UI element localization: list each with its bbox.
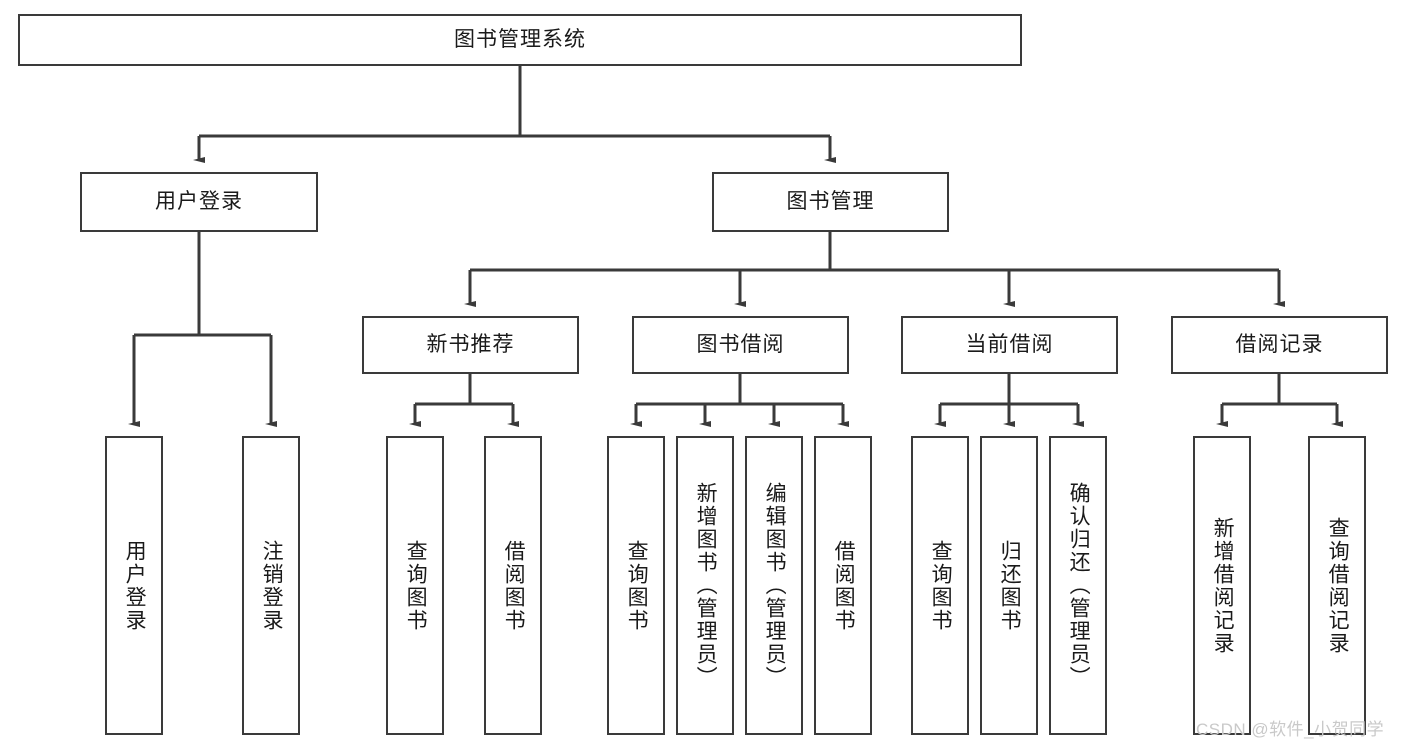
node-label: 用户登录	[123, 539, 147, 632]
leaf-borrow-record-query-record[interactable]: 查询借阅记录	[1308, 436, 1366, 735]
node-root-system[interactable]: 图书管理系统	[18, 14, 1022, 66]
node-book-borrow[interactable]: 图书借阅	[632, 316, 849, 374]
leaf-user-login-logout[interactable]: 注销登录	[242, 436, 300, 735]
leaf-user-login-login[interactable]: 用户登录	[105, 436, 163, 735]
leaf-current-borrow-return-book[interactable]: 归还图书	[980, 436, 1038, 735]
csdn-watermark: CSDN @软件_小贺同学	[1196, 720, 1385, 739]
leaf-book-borrow-edit-book-admin[interactable]: 编辑图书（管理员）	[745, 436, 803, 735]
leaf-book-borrow-borrow-book[interactable]: 借阅图书	[814, 436, 872, 735]
node-borrow-record[interactable]: 借阅记录	[1171, 316, 1388, 374]
node-label: 借阅图书	[502, 539, 526, 632]
leaf-new-book-borrow-book[interactable]: 借阅图书	[484, 436, 542, 735]
node-label: 查询图书	[404, 539, 428, 632]
node-label: 新增图书（管理员）	[694, 482, 718, 689]
leaf-new-book-query-book[interactable]: 查询图书	[386, 436, 444, 735]
node-current-borrow[interactable]: 当前借阅	[901, 316, 1118, 374]
node-label: 注销登录	[260, 539, 284, 632]
node-label: 借阅图书	[832, 539, 856, 632]
leaf-book-borrow-query-book[interactable]: 查询图书	[607, 436, 665, 735]
node-label: 新书推荐	[426, 333, 515, 357]
node-label: 归还图书	[998, 539, 1022, 632]
node-user-login[interactable]: 用户登录	[80, 172, 318, 232]
node-label: 图书管理	[786, 190, 875, 214]
node-label: 用户登录	[155, 190, 243, 214]
leaf-book-borrow-add-book-admin[interactable]: 新增图书（管理员）	[676, 436, 734, 735]
node-label: 确认归还（管理员）	[1067, 482, 1091, 689]
node-label: 编辑图书（管理员）	[763, 482, 787, 689]
node-label: 图书管理系统	[454, 28, 586, 52]
leaf-borrow-record-add-record[interactable]: 新增借阅记录	[1193, 436, 1251, 735]
node-label: 查询借阅记录	[1326, 516, 1350, 655]
leaf-current-borrow-confirm-return-admin[interactable]: 确认归还（管理员）	[1049, 436, 1107, 735]
node-label: 图书借阅	[696, 333, 785, 357]
node-label: 新增借阅记录	[1211, 516, 1235, 655]
node-label: 查询图书	[625, 539, 649, 632]
node-label: 当前借阅	[965, 333, 1054, 357]
node-label: 查询图书	[929, 539, 953, 632]
node-new-book-recommend[interactable]: 新书推荐	[362, 316, 579, 374]
node-label: 借阅记录	[1235, 333, 1324, 357]
leaf-current-borrow-query-book[interactable]: 查询图书	[911, 436, 969, 735]
node-book-management[interactable]: 图书管理	[712, 172, 949, 232]
